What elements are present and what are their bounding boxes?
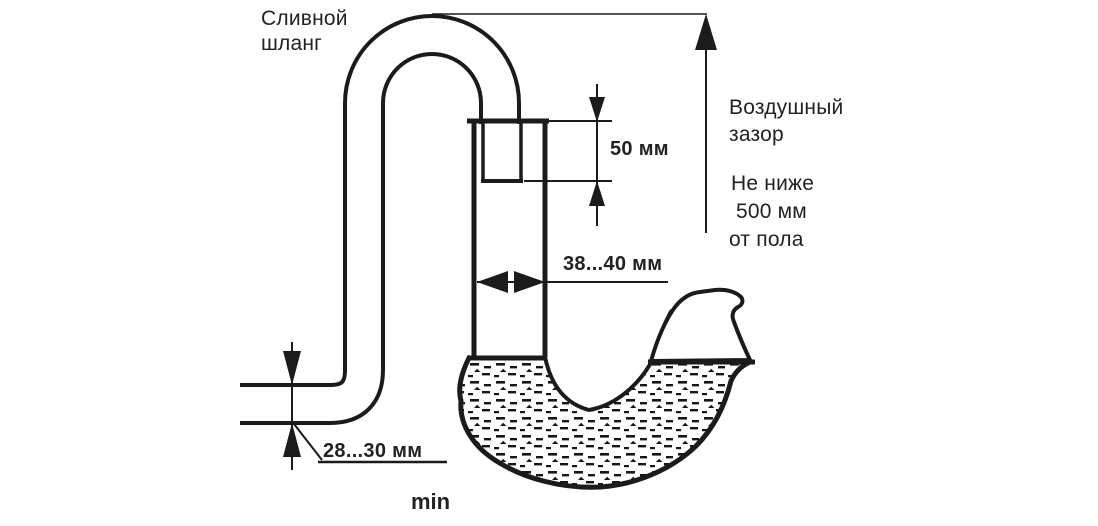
- arrowhead-down-icon: [283, 351, 301, 385]
- siphon-inlet-spout: [648, 287, 754, 364]
- hose-diameter-dimension: 28...30 мм min: [283, 342, 450, 514]
- siphon-trap: [457, 287, 755, 490]
- arrowhead-down-icon: [589, 97, 605, 122]
- drain-hose-inner-fill: [240, 18, 517, 421]
- label-drain-hose-line1: Сливной: [261, 7, 348, 30]
- leader-line: [293, 423, 323, 461]
- label-floor-height-line3: от пола: [729, 228, 804, 251]
- insertion-depth-dimension: 50 мм: [524, 84, 669, 226]
- arrowhead-up-icon: [283, 423, 301, 457]
- standpipe: [467, 118, 549, 358]
- dim-label-standpipe-diameter: 38...40 мм: [563, 253, 662, 275]
- standpipe-diameter-dimension: 38...40 мм: [477, 253, 668, 293]
- dim-label-insertion-depth: 50 мм: [610, 138, 669, 160]
- label-floor-height-line2: 500 мм: [736, 200, 807, 223]
- arrowhead-right-icon: [514, 271, 545, 293]
- air-gap-arrowhead-up-icon: [695, 14, 717, 50]
- label-air-gap-line1: Воздушный: [729, 96, 843, 119]
- drain-hose: [240, 14, 521, 425]
- label-floor-height-line1: Не ниже: [731, 172, 814, 195]
- air-gap-dimension: [432, 13, 717, 233]
- siphon-outer-wall: [457, 354, 752, 490]
- min-label: min: [411, 489, 450, 514]
- label-drain-hose-line2: шланг: [261, 32, 322, 55]
- text-labels: Сливной шланг Воздушный зазор Не ниже 50…: [261, 7, 843, 251]
- dim-label-hose-diameter: 28...30 мм: [323, 440, 422, 462]
- label-air-gap-line2: зазор: [729, 123, 784, 146]
- arrowhead-left-icon: [477, 271, 508, 293]
- arrowhead-up-icon: [589, 181, 605, 206]
